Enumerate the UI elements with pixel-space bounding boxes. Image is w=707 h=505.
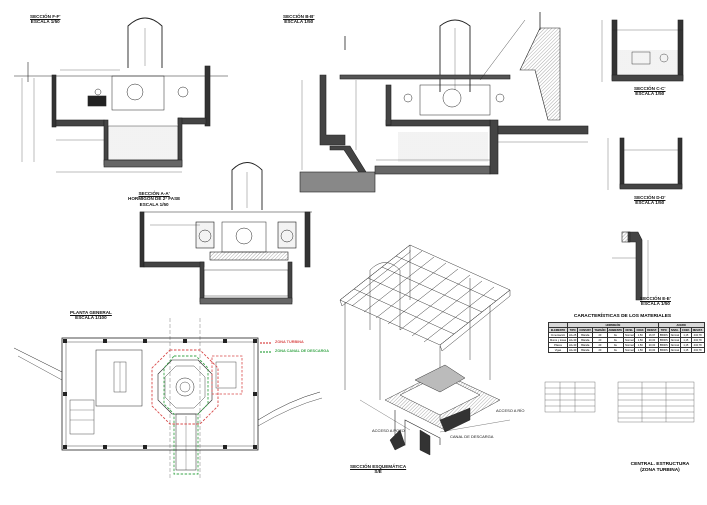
sheet-title-line1: CENTRAL. ESTRUCTURA <box>630 462 690 467</box>
section-cc-title: SECCIÓN C-C' <box>634 86 666 91</box>
section-ff-label: SECCIÓN F-F' ESCALA 1/50 <box>30 14 60 25</box>
section-ee-drawing <box>612 231 649 301</box>
turbine-zone-annex <box>211 355 243 395</box>
section-bb-drawing <box>299 12 589 193</box>
materials-cell: 20 <box>592 347 608 353</box>
materials-cell: Normal <box>668 347 682 353</box>
section-aa-label: SECCIÓN A-A' HORMIGÓN DE 2ª FASE ESCALA … <box>128 191 180 207</box>
section-dd-scale: ESCALA 1/50 <box>635 200 665 206</box>
materials-cell: B500S <box>657 347 670 353</box>
section-ee-label: SECCIÓN E-E' ESCALA 1/50 <box>640 296 671 307</box>
plan-title: PLANTA GENERAL <box>70 310 112 315</box>
section-ee-scale: ESCALA 1/50 <box>641 301 670 307</box>
section-aa-drawing <box>139 162 312 305</box>
iso-title: SECCIÓN ESQUEMÁTICA <box>350 464 407 469</box>
legend-discharge-zone: ZONA CANAL DE DESCARGA <box>275 349 330 353</box>
iso-label: SECCIÓN ESQUEMÁTICA S/E <box>350 464 406 475</box>
materials-cell: 20,00 <box>645 347 659 353</box>
materials-cell: 434,78 <box>690 347 705 353</box>
materials-cell: 1,15 <box>680 347 692 353</box>
section-bb-label: SECCIÓN B-B' ESCALA 1/50 <box>283 14 314 25</box>
section-ff-title: SECCIÓN F-F' <box>30 14 61 19</box>
section-aa-scale: ESCALA 1/50 <box>139 201 169 207</box>
section-aa-subtitle: HORMIGÓN DE 2ª FASE <box>128 196 181 202</box>
iso-note-well: ACCESO A POZO <box>372 428 405 433</box>
plan-scale: ESCALA 1/100 <box>75 315 107 321</box>
small-schedules <box>544 381 695 423</box>
section-ff-scale: ESCALA 1/50 <box>30 19 60 25</box>
section-bb-scale: ESCALA 1/50 <box>284 19 314 25</box>
materials-cell: Blanda <box>577 347 594 353</box>
section-cc-label: SECCIÓN C-C' ESCALA 1/50 <box>634 86 665 97</box>
materials-cell: IIa <box>606 347 625 353</box>
materials-cell: Normal <box>623 347 636 353</box>
plan-zone-overlays <box>151 349 243 475</box>
section-cc-drawing <box>601 19 684 82</box>
section-ff-drawing <box>14 17 228 173</box>
turbine-zone-outline <box>151 349 219 425</box>
materials-cell: 1,50 <box>634 347 647 353</box>
materials-title: CARACTERÍSTICAS DE LOS MATERIALES <box>573 314 672 319</box>
legend-swatches <box>260 342 272 353</box>
iso-note-channel: CANAL DE DESCARGA <box>450 434 494 439</box>
materials-cell: HA-30 <box>566 347 579 353</box>
sheet-title: CENTRAL. ESTRUCTURA (ZONA TURBINA) <box>620 462 700 474</box>
section-dd-label: SECCIÓN D-D' ESCALA 1/50 <box>634 195 665 206</box>
materials-cell: Vigas <box>548 347 568 353</box>
plan-label: PLANTA GENERAL ESCALA 1/100 <box>70 310 112 321</box>
sheet-title-line2: (ZONA TURBINA) <box>640 468 680 473</box>
section-ee-title: SECCIÓN E-E' <box>640 296 671 301</box>
isometric-drawing <box>339 244 511 456</box>
section-aa-title: SECCIÓN A-A' <box>138 191 170 196</box>
section-bb-title: SECCIÓN B-B' <box>283 14 315 19</box>
iso-scale: S/E <box>374 469 382 475</box>
legend-turbine-zone: ZONA TURBINA <box>275 340 304 344</box>
section-dd-drawing <box>607 137 683 190</box>
section-dd-title: SECCIÓN D-D' <box>634 195 666 200</box>
plan-drawing <box>13 318 323 478</box>
discharge-zone-outline <box>163 355 209 475</box>
section-cc-scale: ESCALA 1/50 <box>635 91 665 97</box>
iso-note-river: ACCESO A RÍO <box>496 408 525 413</box>
